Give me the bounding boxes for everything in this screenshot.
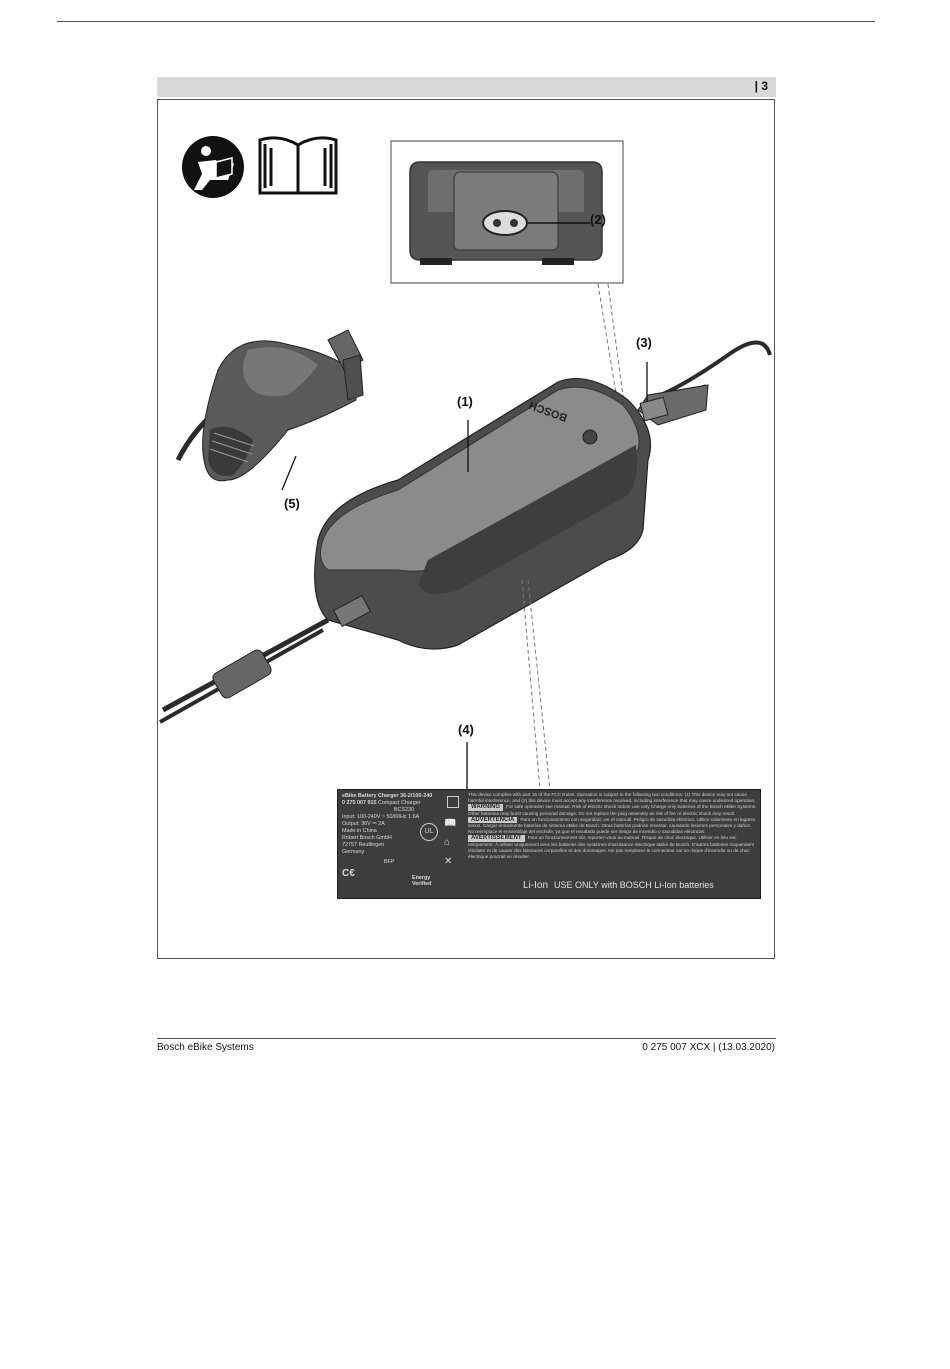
footer-company: Bosch eBike Systems bbox=[157, 1042, 254, 1053]
advertencia-text: Para un funcionamiento con seguridad, ve… bbox=[468, 816, 756, 835]
manual-book-icon bbox=[258, 136, 338, 195]
energy-verified-mark: Energy Verified bbox=[412, 875, 431, 887]
mains-cable bbox=[637, 340, 772, 426]
manual-icon: 📖 bbox=[444, 818, 457, 829]
label-address: 72757 Reutlingen bbox=[342, 842, 385, 848]
energy-line: Energy bbox=[412, 875, 431, 881]
footer-doc-id: 0 275 007 XCX | (13.03.2020) bbox=[642, 1042, 775, 1053]
callout-3: (3) bbox=[636, 335, 652, 350]
charging-cable bbox=[175, 329, 364, 491]
read-manual-icon bbox=[182, 136, 244, 198]
rating-label: eBike Battery Charger 36-2/100-240 0 275… bbox=[337, 789, 761, 899]
bottom-text: USE ONLY with BOSCH Li-Ion batteries bbox=[554, 880, 714, 890]
label-input: Input: 100-240V ~ 50/60Hz 1.6A bbox=[342, 814, 420, 820]
fcc-text: This device complies with part 15 of the… bbox=[468, 792, 756, 804]
page-number: | 3 bbox=[754, 79, 768, 93]
label-output: Output: 36V ⎓ 2A bbox=[342, 821, 385, 827]
label-country: Germany bbox=[342, 849, 365, 855]
label-symbol-column: 📖 ⌂ ✕ bbox=[444, 794, 464, 867]
callout-4: (4) bbox=[458, 722, 474, 737]
input-cable bbox=[159, 594, 372, 724]
fcc-text-2: For safe operation see manual. Risk of e… bbox=[468, 804, 757, 816]
label-title: eBike Battery Charger 36-2/100-240 bbox=[342, 793, 433, 799]
ce-mark-icon: C€ bbox=[342, 868, 355, 879]
weee-bin-icon: ✕ bbox=[444, 856, 453, 867]
double-insulation-icon bbox=[447, 796, 459, 808]
figure-frame: BOSCH (2) (3) (1) (5) (4) bbox=[157, 99, 775, 959]
label-spec-block: eBike Battery Charger 36-2/100-240 0 275… bbox=[342, 793, 442, 887]
label-warning-text: This device complies with part 15 of the… bbox=[468, 792, 758, 860]
ul-mark-icon: UL bbox=[420, 823, 438, 841]
liion-text: Li-Ion bbox=[523, 880, 549, 891]
callout-1: (1) bbox=[457, 394, 473, 409]
label-model: BCS230 bbox=[394, 807, 415, 813]
label-bottom-line: Li-Ion USE ONLY with BOSCH Li-Ion batteri… bbox=[523, 880, 714, 891]
verified-line: Verified bbox=[412, 881, 432, 887]
label-part-no: 0 275 007 915 bbox=[342, 800, 377, 806]
avertissement-text: Pour un fonctionnement sûr, reportez-vou… bbox=[468, 835, 755, 860]
label-part-name: Compact Charger bbox=[377, 800, 421, 806]
avertissement-tag: AVERTISSEMENT bbox=[468, 835, 525, 842]
bosch-emblem-icon bbox=[582, 429, 598, 445]
indoor-use-icon: ⌂ bbox=[444, 837, 451, 848]
callout-5: (5) bbox=[284, 496, 300, 511]
page-header-band: | 3 bbox=[157, 77, 776, 97]
charger-end-detail bbox=[409, 161, 603, 265]
top-rule bbox=[57, 21, 875, 22]
charger-illustration: BOSCH bbox=[159, 136, 772, 806]
advertencia-tag: ADVERTENCIA bbox=[468, 816, 518, 824]
charger-body: BOSCH bbox=[314, 378, 652, 791]
warning-tag: WARNING bbox=[468, 804, 503, 811]
callout-2: (2) bbox=[590, 212, 606, 227]
label-company: Robert Bosch GmbH bbox=[342, 835, 392, 841]
footer-rule bbox=[157, 1038, 776, 1039]
label-origin: Made in China bbox=[342, 828, 377, 834]
label-bfp: BFP bbox=[384, 859, 395, 865]
